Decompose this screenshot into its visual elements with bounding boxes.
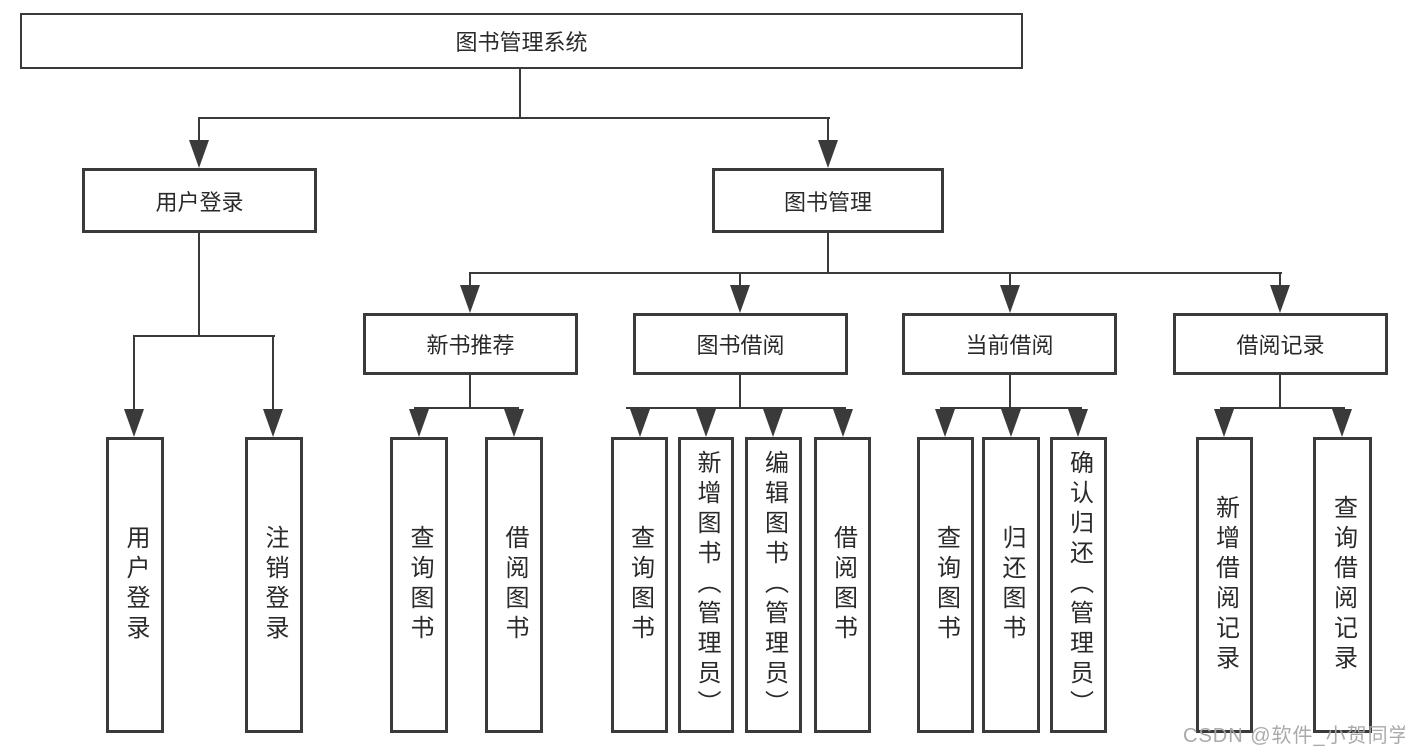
node-user-login: 用户登录 [82,168,317,233]
arrowhead-bookborrow-edit [763,409,783,437]
node-book-borrow-label: 图书借阅 [696,333,785,358]
node-current-borrow-label: 当前借阅 [965,333,1054,358]
arrowhead-records-query [1332,409,1352,437]
csdn-watermark: CSDN @软件_小贺同学 [1183,725,1405,747]
leaf-edit-book-admin: 编辑图书（管理员） [745,437,802,733]
connector-currentborrow-horizontal [940,407,1082,409]
leaf-current-query-books-label: 查询图书 [932,525,960,645]
leaf-logout: 注销登录 [245,437,303,733]
node-book-management-label: 图书管理 [783,189,872,215]
node-book-management: 图书管理 [712,168,944,233]
leaf-query-borrow-record: 查询借阅记录 [1313,437,1372,733]
connector-stub-leaf-user-login [133,335,135,411]
leaf-confirm-return-admin: 确认归还（管理员） [1050,437,1107,733]
connector-stub-current-borrow [1009,272,1011,288]
node-borrow-records: 借阅记录 [1173,313,1388,375]
arrowhead-to-borrow-records [1270,285,1290,313]
arrowhead-newbook-borrow [504,409,524,437]
connector-stub-user-login [198,117,200,143]
leaf-logout-label: 注销登录 [261,525,288,645]
arrowhead-bookborrow-query [630,409,650,437]
connector-currentborrow-vertical [1009,375,1011,409]
arrowhead-newbook-query [409,409,429,437]
leaf-query-borrow-record-label: 查询借阅记录 [1329,495,1357,675]
node-user-login-label: 用户登录 [155,189,244,215]
arrowhead-bookborrow-add [696,409,716,437]
arrowhead-to-user-login [189,140,209,168]
connector-newbook-vertical [469,375,471,409]
leaf-newbook-query-books-label: 查询图书 [406,525,433,645]
leaf-add-book-admin-label: 新增图书（管理员） [693,450,720,720]
arrowhead-to-book-borrow [730,285,750,313]
connector-bookmgmt-horizontal [469,272,1282,274]
connector-bookborrow-horizontal [626,407,846,409]
leaf-borrow-query-books: 查询图书 [611,437,668,733]
connector-bookmgmt-vertical [827,233,829,274]
connector-newbook-horizontal [414,407,519,409]
node-current-borrow: 当前借阅 [902,313,1117,375]
connector-bookborrow-vertical [739,375,741,409]
arrowhead-to-current-borrow [1000,285,1020,313]
node-new-book-recommend-label: 新书推荐 [426,333,515,358]
node-book-borrow: 图书借阅 [633,313,848,375]
connector-stub-borrow-records [1279,272,1281,288]
connector-stub-leaf-logout [272,335,274,411]
leaf-newbook-query-books: 查询图书 [390,437,448,733]
arrowhead-to-book-management [818,140,838,168]
connector-root-horizontal [198,117,830,119]
leaf-return-books-label: 归还图书 [998,525,1025,645]
connector-stub-book-borrow [739,272,741,288]
node-new-book-recommend: 新书推荐 [363,313,578,375]
connector-userlogin-horizontal [133,335,275,337]
arrowhead-records-add [1214,409,1234,437]
arrowhead-to-leaf-user-login [124,409,144,437]
node-borrow-records-label: 借阅记录 [1236,333,1325,358]
arrowhead-to-leaf-logout [263,409,283,437]
connector-stub-new-book [469,272,471,288]
arrowhead-bookborrow-borrow [833,409,853,437]
leaf-newbook-borrow-books-label: 借阅图书 [501,525,528,645]
leaf-borrow-query-books-label: 查询图书 [626,525,654,645]
node-book-management-system: 图书管理系统 [20,13,1023,69]
connector-stub-book-management [827,117,829,143]
leaf-user-login: 用户登录 [106,437,164,733]
leaf-return-books: 归还图书 [982,437,1040,733]
leaf-edit-book-admin-label: 编辑图书（管理员） [760,450,788,720]
connector-root-vertical [519,69,521,119]
leaf-borrow-borrow-books-label: 借阅图书 [829,525,857,645]
arrowhead-currentborrow-confirm [1068,409,1088,437]
connector-records-vertical [1279,375,1281,409]
connector-records-horizontal [1220,407,1345,409]
node-book-management-system-label: 图书管理系统 [455,30,588,55]
leaf-confirm-return-admin-label: 确认归还（管理员） [1065,450,1093,720]
leaf-newbook-borrow-books: 借阅图书 [485,437,543,733]
arrowhead-currentborrow-query [935,409,955,437]
leaf-current-query-books: 查询图书 [917,437,974,733]
leaf-add-book-admin: 新增图书（管理员） [678,437,734,733]
leaf-add-borrow-record: 新增借阅记录 [1196,437,1253,733]
arrowhead-currentborrow-return [1001,409,1021,437]
arrowhead-to-new-book [460,285,480,313]
leaf-add-borrow-record-label: 新增借阅记录 [1211,495,1239,675]
leaf-borrow-borrow-books: 借阅图书 [814,437,871,733]
leaf-user-login-label: 用户登录 [122,525,149,645]
connector-userlogin-vertical [198,233,200,337]
